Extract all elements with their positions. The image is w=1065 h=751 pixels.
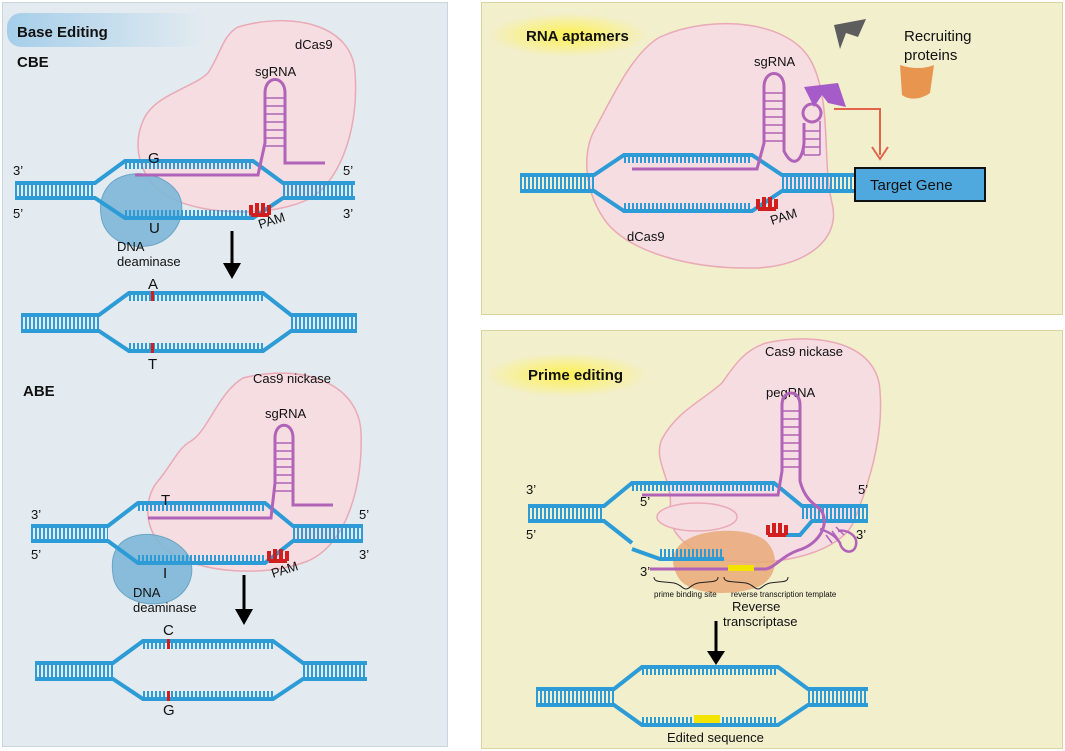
rtt-edit-highlight bbox=[728, 565, 754, 571]
rna-aptamers-panel: RNA aptamers sgRNA dCas9 PAM Recruiting … bbox=[481, 2, 1063, 315]
cbe-sgrna bbox=[135, 78, 325, 177]
bottom-left-end: 5’ bbox=[526, 527, 536, 542]
inner-5-end: 5’ bbox=[640, 494, 650, 509]
abe-result-bottom-mark bbox=[167, 691, 170, 701]
cbe-result-top-mark bbox=[151, 291, 154, 301]
prime-editing-diagram: Prime editing Cas9 nickase pegRNA Revers… bbox=[484, 338, 882, 745]
title-highlight bbox=[484, 353, 648, 397]
cbe-heading: CBE bbox=[17, 54, 49, 71]
abe-result-dna bbox=[35, 639, 367, 701]
panel-title: Prime editing bbox=[528, 367, 623, 384]
target-gene-box bbox=[854, 167, 986, 202]
abe-target-base: T bbox=[161, 492, 170, 509]
cbe-result-bottom-mark bbox=[151, 343, 154, 353]
recruit-gray-protein bbox=[834, 19, 866, 49]
abe-result-bottom-base: G bbox=[163, 702, 175, 719]
prime-result-dna bbox=[536, 665, 868, 727]
cbe-pam bbox=[249, 203, 271, 217]
cbe-bottom-right-end: 3’ bbox=[343, 206, 353, 221]
abe-dna-duplex bbox=[31, 501, 363, 565]
cbe-result-bottom-base: T bbox=[148, 356, 157, 373]
cbe-down-arrow bbox=[223, 231, 241, 279]
cbe-top-left-end: 3’ bbox=[13, 163, 23, 178]
inner-3-end: 3’ bbox=[640, 564, 650, 579]
activation-arrow bbox=[834, 108, 889, 161]
abe-top-right-end: 5’ bbox=[359, 507, 369, 522]
abe-cas9-blob bbox=[147, 372, 362, 572]
abe-bottom-left-end: 5’ bbox=[31, 547, 41, 562]
abe-bottom-right-end: 3’ bbox=[359, 547, 369, 562]
result-label: Edited sequence bbox=[667, 730, 764, 745]
abe-rna-label: sgRNA bbox=[265, 406, 307, 421]
rt-line2: transcriptase bbox=[723, 614, 797, 629]
cbe-edited-base: U bbox=[149, 220, 160, 237]
recruit-purple-protein bbox=[804, 83, 846, 107]
cas9-lower-lobe bbox=[656, 502, 738, 532]
cbe-rna-label: sgRNA bbox=[255, 64, 297, 79]
abe-deaminase-blob bbox=[111, 533, 193, 605]
recruit-line2: proteins bbox=[904, 47, 957, 64]
top-right-end: 5’ bbox=[858, 482, 868, 497]
abe-enzyme-line1: DNA bbox=[133, 585, 161, 600]
protein-label: dCas9 bbox=[627, 229, 665, 244]
cbe-result-top-base: A bbox=[148, 276, 158, 293]
target-gene-label: Target Gene bbox=[870, 177, 953, 194]
abe-result-top-mark bbox=[167, 639, 170, 649]
panel-title: RNA aptamers bbox=[526, 28, 629, 45]
prime-down-arrow bbox=[707, 621, 725, 665]
pbs-label: prime binding site bbox=[654, 590, 717, 599]
cbe-protein-label: dCas9 bbox=[295, 37, 333, 52]
prime-editing-panel: Prime editing Cas9 nickase pegRNA Revers… bbox=[481, 330, 1063, 749]
base-editing-diagram: Base Editing CBE dCas9 sgRNA DNA deamina… bbox=[7, 13, 369, 719]
rna-label: sgRNA bbox=[754, 54, 796, 69]
recruit-orange-protein bbox=[900, 65, 934, 99]
abe-edited-base: I bbox=[163, 565, 167, 582]
annotation-braces bbox=[653, 576, 789, 590]
title-highlight bbox=[488, 13, 648, 57]
panel-title: Base Editing bbox=[17, 24, 108, 41]
top-left-end: 3’ bbox=[526, 482, 536, 497]
rna-aptamers-diagram: RNA aptamers sgRNA dCas9 PAM Recruiting … bbox=[488, 13, 986, 269]
abe-pam bbox=[267, 549, 289, 563]
protein-label: Cas9 nickase bbox=[765, 344, 843, 359]
prime-dna-duplex bbox=[528, 481, 868, 561]
aptamer-sgrna bbox=[632, 72, 823, 171]
aptamer-pam bbox=[756, 197, 778, 211]
aptamer-dna-duplex bbox=[520, 153, 857, 213]
rtt-label: reverse transcription template bbox=[731, 590, 837, 599]
rt-line1: Reverse bbox=[732, 599, 780, 614]
recruit-line1: Recruiting bbox=[904, 28, 972, 45]
cbe-result-dna bbox=[21, 291, 357, 353]
abe-down-arrow bbox=[235, 575, 253, 625]
abe-sgrna bbox=[148, 423, 333, 520]
title-highlight bbox=[7, 13, 207, 47]
abe-enzyme-line2: deaminase bbox=[133, 600, 197, 615]
abe-top-left-end: 3’ bbox=[31, 507, 41, 522]
abe-protein-label: Cas9 nickase bbox=[253, 371, 331, 386]
abe-result-top-base: C bbox=[163, 622, 174, 639]
cbe-dna-duplex bbox=[15, 159, 355, 220]
reverse-transcriptase-blob bbox=[673, 530, 775, 593]
dcas9-blob bbox=[586, 22, 835, 269]
base-editing-panel: Base Editing CBE dCas9 sgRNA DNA deamina… bbox=[2, 2, 448, 747]
cbe-enzyme-line1: DNA bbox=[117, 239, 145, 254]
edited-sequence-highlight bbox=[694, 715, 720, 723]
pegrna bbox=[642, 391, 858, 571]
abe-heading: ABE bbox=[23, 383, 55, 400]
cbe-top-right-end: 5’ bbox=[343, 163, 353, 178]
cbe-bottom-left-end: 5’ bbox=[13, 206, 23, 221]
prime-pam bbox=[766, 523, 788, 537]
bottom-right-end: 3’ bbox=[856, 527, 866, 542]
cbe-target-base: G bbox=[148, 150, 160, 167]
cbe-enzyme-line2: deaminase bbox=[117, 254, 181, 269]
